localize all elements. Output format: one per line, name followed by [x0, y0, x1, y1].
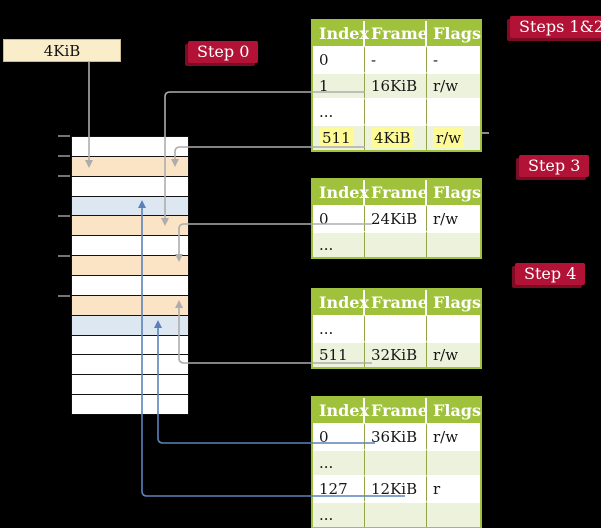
cell-text: r — [433, 480, 441, 498]
cell-text: ... — [319, 506, 334, 524]
col-header-flags: Flags — [427, 180, 481, 205]
cell-text: 12KiB — [371, 480, 418, 498]
step-3-label: Step 3 — [519, 155, 590, 177]
cell-text: 32KiB — [371, 346, 418, 364]
cell-text: 1 — [319, 77, 329, 95]
memory-row — [72, 355, 188, 376]
table-row: 0 - - — [313, 46, 480, 72]
step-4-label: Step 4 — [515, 263, 586, 285]
col-header-flags: Flags — [427, 21, 481, 46]
col-header-index: Index — [313, 180, 369, 205]
memory-row — [72, 395, 188, 415]
steps-1-2-label: Steps 1&2 — [510, 16, 601, 38]
page-table-step-4: Index Frame Flags ... 511 32KiB r/w — [311, 288, 482, 369]
cell-text: r/w — [433, 428, 459, 446]
memory-row — [72, 276, 188, 296]
cell-text: 16KiB — [371, 77, 418, 95]
cell-text: 4KiB — [371, 128, 414, 148]
cell-text: 0 — [319, 51, 329, 69]
step-0-label: Step 0 — [188, 41, 259, 63]
table-header-row: Index Frame Flags — [313, 290, 481, 315]
col-header-frame: Frame — [365, 290, 428, 315]
table-header-row: Index Frame Flags — [313, 21, 481, 46]
table-row: 1 16KiB r/w — [313, 72, 480, 98]
cell-text: ... — [319, 103, 334, 121]
memory-tick-marks — [58, 135, 70, 297]
col-header-index: Index — [313, 21, 369, 46]
cell-text: r/w — [433, 210, 459, 228]
physical-memory-strip — [71, 136, 189, 415]
table-row: ... — [313, 231, 480, 257]
cell-text: r/w — [433, 128, 465, 148]
table-row-highlighted: 511 4KiB r/w — [313, 124, 480, 150]
table-header-row: Index Frame Flags — [313, 180, 481, 205]
cell-text: 0 — [319, 428, 329, 446]
table-header-row: Index Frame Flags — [313, 398, 481, 423]
cell-text: ... — [319, 320, 334, 338]
memory-row — [72, 256, 188, 277]
col-header-flags: Flags — [427, 398, 481, 423]
cell-text: - — [371, 51, 377, 69]
col-header-flags: Flags — [427, 290, 481, 315]
memory-row — [72, 216, 188, 237]
cell-text: ... — [319, 454, 334, 472]
cell-text: r/w — [433, 346, 459, 364]
cell-text: 24KiB — [371, 210, 418, 228]
page-table-step-3: Index Frame Flags 0 24KiB r/w ... — [311, 178, 482, 259]
table-row: 511 32KiB r/w — [313, 341, 480, 367]
table-row: ... — [313, 449, 480, 475]
page-table-steps-1-2: Index Frame Flags 0 - - 1 16KiB r/w ... — [311, 19, 482, 152]
col-header-frame: Frame — [365, 398, 428, 423]
memory-row — [72, 196, 188, 217]
cell-text: r/w — [433, 77, 459, 95]
memory-row — [72, 335, 188, 356]
memory-row — [72, 176, 188, 197]
memory-row — [72, 295, 188, 316]
col-header-index: Index — [313, 290, 369, 315]
table-row: 127 12KiB r — [313, 475, 480, 501]
table-row: 0 24KiB r/w — [313, 205, 480, 231]
table-row: ... — [313, 501, 480, 527]
cell-text: 0 — [319, 210, 329, 228]
page-table-final: Index Frame Flags 0 36KiB r/w ... 127 12… — [311, 396, 482, 528]
frame-size-label: 4KiB — [43, 41, 81, 60]
frame-size-box: 4KiB — [3, 39, 121, 62]
cell-text: 127 — [319, 480, 348, 498]
memory-row — [72, 156, 188, 177]
cell-text: ... — [319, 236, 334, 254]
memory-row — [72, 375, 188, 396]
cell-text: - — [433, 51, 439, 69]
memory-row — [72, 236, 188, 257]
col-header-frame: Frame — [365, 180, 428, 205]
memory-row — [72, 137, 188, 157]
cell-text: 36KiB — [371, 428, 418, 446]
col-header-index: Index — [313, 398, 369, 423]
memory-row — [72, 315, 188, 336]
table-row: ... — [313, 98, 480, 124]
table-row: 0 36KiB r/w — [313, 423, 480, 449]
cell-text: 511 — [319, 346, 348, 364]
col-header-frame: Frame — [365, 21, 428, 46]
cell-text: 511 — [319, 128, 354, 148]
table-row: ... — [313, 315, 480, 341]
